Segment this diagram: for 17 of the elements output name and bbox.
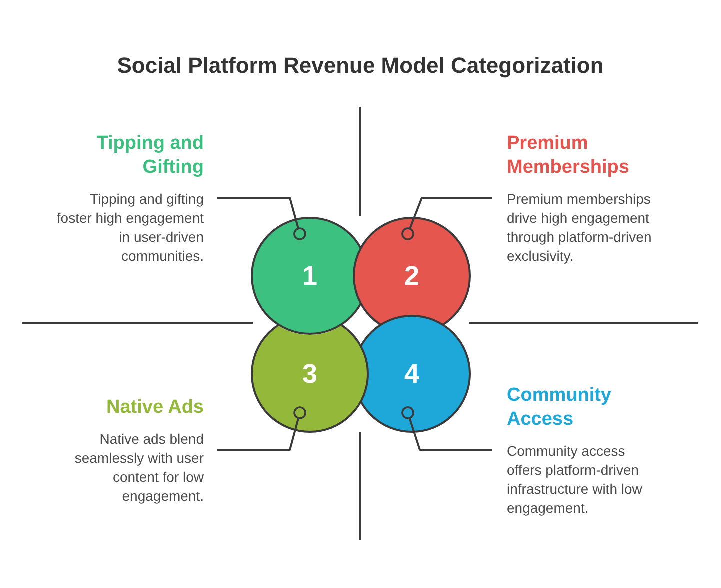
quadrant-description: Community access offers platform-driven infrastructure with low engagement. (507, 442, 644, 518)
quadrant-description: Tipping and gifting foster high engagement in user-driven communities. (56, 190, 204, 266)
circle-number: 3 (302, 359, 318, 389)
circle-number: 2 (404, 261, 420, 291)
title: Social Platform Revenue Model Categorization (116, 52, 605, 80)
circle-number: 1 (302, 261, 318, 291)
leader-line (217, 197, 306, 240)
quadrant-heading: Tipping and Gifting (96, 132, 204, 180)
quadrant-heading: Community Access (507, 384, 612, 432)
quadrant-heading: Premium Memberships (507, 132, 630, 180)
quadrant-description: Native ads blend seamlessly with user content for low engagement. (74, 430, 204, 506)
leader-line (402, 406, 492, 451)
circle-number: 4 (404, 359, 420, 389)
leader-line (217, 406, 306, 451)
quadrant-heading: Native Ads (106, 396, 204, 420)
leader-line (402, 197, 492, 240)
quadrant-description: Premium memberships drive high engagement through platform-driven exclusivity. (507, 190, 653, 266)
